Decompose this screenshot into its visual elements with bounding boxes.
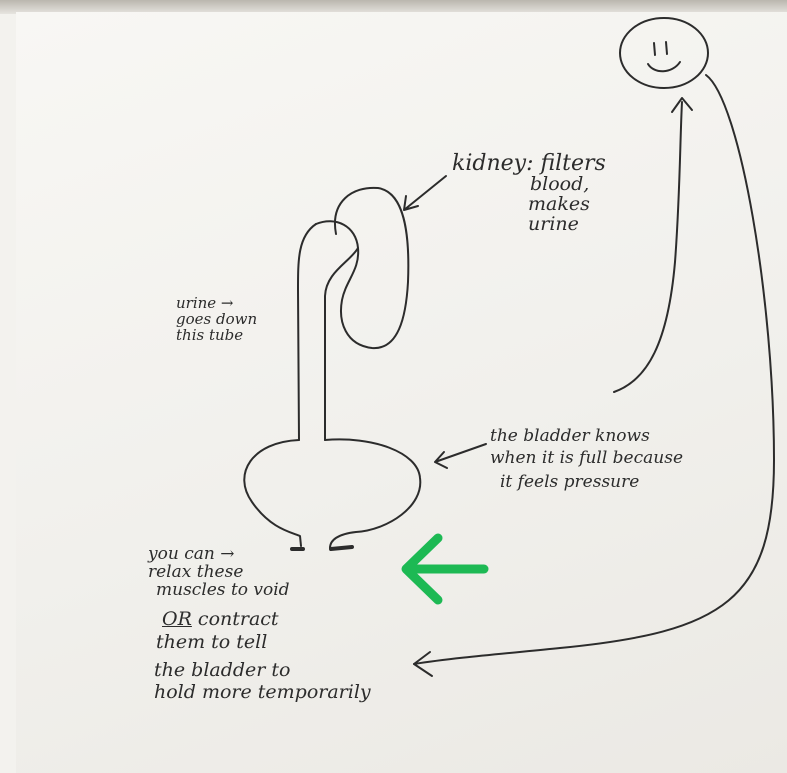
- bladder-label-line1: the bladder knows: [490, 428, 683, 446]
- kidney-shape: [316, 188, 408, 348]
- bladder-label: the bladder knows when it is full becaus…: [490, 428, 683, 492]
- ureter-left-line: [298, 224, 316, 440]
- muscles-label: you can → relax these muscles to void OR…: [148, 546, 371, 703]
- tube-label-line3: this tube: [176, 328, 257, 344]
- muscles-label-line4: OR contract: [148, 600, 371, 630]
- bladder-shape: [244, 439, 420, 548]
- kidney-label: kidney: filters blood, makes urine: [452, 152, 606, 235]
- tube-label: urine → goes down this tube: [176, 296, 257, 343]
- muscles-label-line7: hold more temporarily: [148, 681, 371, 703]
- bladder-label-line2: when it is full because: [490, 446, 683, 468]
- bladder-label-line3: it feels pressure: [490, 468, 683, 492]
- kidney-pointer-arrow: [404, 176, 446, 210]
- muscles-label-or: OR: [162, 608, 192, 630]
- kidney-label-line4: urine: [452, 215, 606, 235]
- muscles-label-line2: relax these: [148, 564, 371, 582]
- muscles-label-line6: the bladder to: [148, 653, 371, 681]
- kidney-label-line2: blood,: [452, 175, 606, 195]
- smiley-mouth: [648, 62, 680, 71]
- signal-up-line: [614, 102, 682, 392]
- ureter-right-line: [325, 248, 358, 440]
- muscles-label-line5: them to tell: [148, 629, 371, 653]
- green-arrow-left-icon: [406, 538, 484, 600]
- smiley-eye-right: [666, 42, 667, 54]
- kidney-label-line3: makes: [452, 195, 606, 215]
- muscles-label-contract: contract: [192, 608, 279, 630]
- bladder-pointer-arrow: [435, 444, 486, 468]
- kidney-label-line1: kidney: filters: [452, 152, 606, 175]
- muscles-label-line3: muscles to void: [148, 582, 371, 600]
- smiley-face-icon: [620, 18, 708, 88]
- smiley-eye-left: [654, 43, 655, 55]
